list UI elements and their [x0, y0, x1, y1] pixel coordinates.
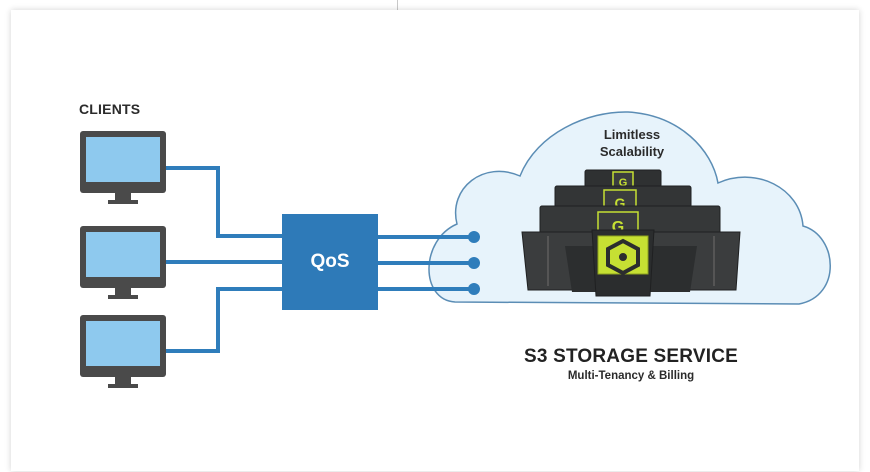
clients-label: CLIENTS: [79, 101, 141, 117]
server-icon: [591, 229, 655, 297]
cloud-scalability-label: Limitless Scalability: [599, 127, 665, 159]
client-monitor-1: [80, 131, 166, 204]
qos-label: QoS: [310, 251, 350, 272]
server-stack: G G G: [521, 169, 741, 297]
service-title: S3 STORAGE SERVICE: [523, 346, 739, 367]
monitor-icon: [80, 315, 166, 388]
svg-text:G: G: [619, 177, 628, 189]
qos-box: [282, 214, 378, 310]
client-monitor-3: [80, 315, 166, 388]
link-client-1: [166, 166, 282, 238]
monitor-icon: [80, 131, 166, 204]
top-divider: [397, 0, 398, 10]
link-endpoint-2: [468, 257, 480, 269]
svg-text:G: G: [615, 195, 626, 211]
link-endpoint-3: [468, 283, 480, 295]
service-subtitle: Multi-Tenancy & Billing: [567, 370, 695, 382]
monitor-icon: [80, 226, 166, 299]
link-client-3: [166, 287, 282, 353]
link-endpoint-1: [468, 231, 480, 243]
client-monitor-2: [80, 226, 166, 299]
